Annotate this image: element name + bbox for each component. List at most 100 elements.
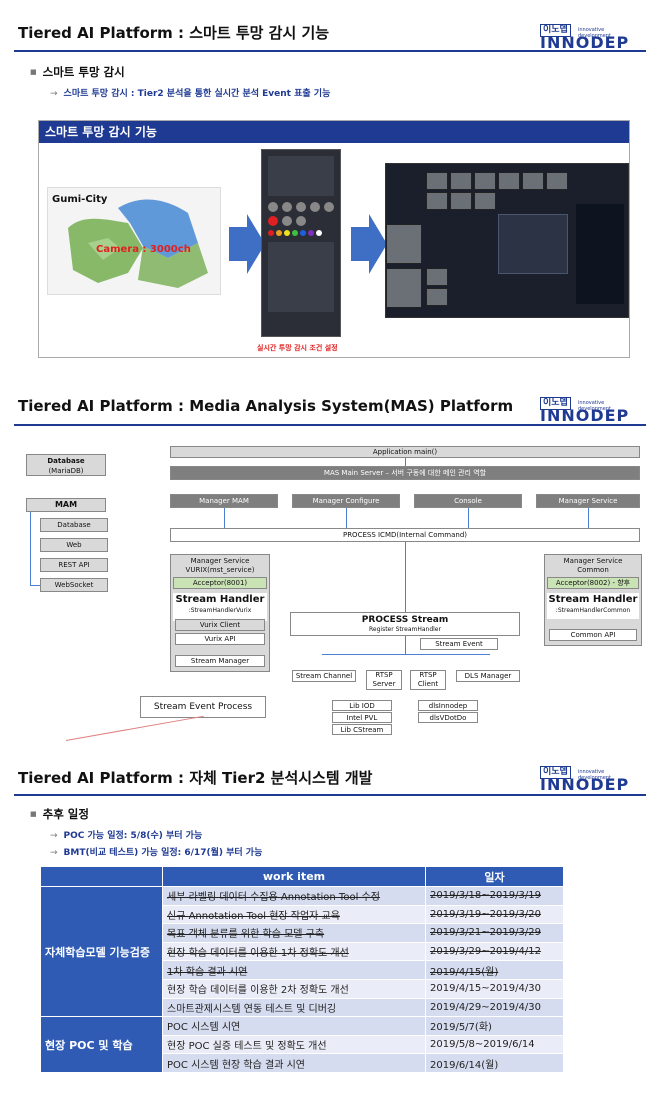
- date-cell: 2019/3/19~2019/3/20: [425, 904, 564, 925]
- city-map: Gumi-City Camera : 3000ch: [47, 187, 221, 295]
- section-title: Tiered AI Platform : 스마트 투망 감시 기능: [18, 24, 330, 42]
- flow-arrow-head-icon-2: [369, 214, 387, 274]
- rtsp-server-box: RTSP Server: [366, 670, 402, 690]
- common-head2: Common: [577, 566, 609, 574]
- vurix-stream-handler: Stream Handler :StreamHandlerVurix: [173, 593, 267, 621]
- logo-ko: 이노뎁: [540, 24, 571, 37]
- title-rule-3: [14, 794, 646, 796]
- innodep-logo-2: 이노뎁 innovative development INNODEP: [540, 397, 628, 425]
- manager-service-box: Manager Service: [536, 494, 640, 508]
- rtsp-client-box: RTSP Client: [410, 670, 446, 690]
- ps-sub: Register StreamHandler: [369, 626, 441, 633]
- connector: [346, 508, 347, 528]
- sub-line-text: 스마트 투망 감시 : Tier2 분석을 통한 실시간 분석 Event 표출…: [63, 89, 331, 99]
- connector: [588, 508, 589, 528]
- stream-manager-box: Stream Manager: [175, 655, 265, 667]
- db-label: Database: [47, 457, 85, 465]
- work-item-cell: 목표 객체 분류를 위한 학습 모델 구축: [162, 923, 426, 943]
- logo-ko: 이노뎁: [540, 766, 571, 779]
- sub-line-3: →BMT(비교 테스트) 가능 일정: 6/17(월) 부터 가능: [50, 848, 263, 858]
- connector: [405, 542, 406, 612]
- vurix-sh-title: Stream Handler: [175, 594, 265, 605]
- dls-manager-box: DLS Manager: [456, 670, 520, 682]
- mas-server-box: MAS Main Server – 서버 구동에 대한 메인 관리 역할: [170, 466, 640, 480]
- pointer-line: [65, 715, 204, 741]
- common-stream-handler: Stream Handler :StreamHandlerCommon: [547, 593, 639, 619]
- work-item-cell: POC 시스템 현장 학습 결과 시연: [162, 1053, 426, 1073]
- app-filters: [268, 156, 334, 196]
- date-cell: 2019/5/8~2019/6/14: [425, 1034, 564, 1055]
- app-list: [268, 242, 334, 312]
- mam-box: MAM: [26, 498, 106, 512]
- connector: [30, 585, 40, 586]
- work-item-cell: 세부 라벨링 데이터 수집용 Annotation Tool 수정: [162, 886, 426, 906]
- section-title-2: Tiered AI Platform : Media Analysis Syst…: [18, 397, 514, 415]
- vms-screen: [385, 163, 629, 318]
- connector: [468, 508, 469, 528]
- phone-caption: 실시간 투망 감시 조건 설정: [257, 344, 338, 352]
- vurix-api-box: Vurix API: [175, 633, 265, 645]
- dlsinnodep-box: dlsInnodep: [418, 700, 478, 711]
- connector: [224, 508, 225, 528]
- title-rule-2: [14, 424, 646, 426]
- date-cell: 2019/4/15~2019/4/30: [425, 978, 564, 999]
- work-item-cell: 현장 학습 데이터를 이용한 1차 정확도 개선: [162, 941, 426, 962]
- sub-line-text: POC 가능 일정: 5/8(수) 부터 가능: [63, 831, 203, 841]
- event-popup: [498, 214, 568, 274]
- work-item-cell: POC 시스템 시연: [162, 1016, 426, 1036]
- stream-channel-box: Stream Channel: [292, 670, 356, 682]
- connector: [405, 458, 406, 466]
- vurix-service-block: Manager Service VURIX(mst_service) Accep…: [170, 554, 270, 672]
- common-service-block: Manager Service Common Acceptor(8002) - …: [544, 554, 642, 646]
- connector: [30, 512, 31, 586]
- connector: [405, 636, 406, 654]
- work-item-cell: 1차 학습 결과 시연: [162, 960, 426, 980]
- flow-arrow-icon: [229, 227, 247, 261]
- manager-configure-box: Manager Configure: [292, 494, 400, 508]
- map-graphic: [68, 199, 208, 288]
- sub-line-2: →POC 가능 일정: 5/8(수) 부터 가능: [50, 831, 203, 841]
- date-cell: 2019/4/29~2019/4/30: [425, 997, 564, 1018]
- mobile-app-screen: [261, 149, 341, 337]
- common-api-box: Common API: [549, 629, 637, 641]
- icmd-box: PROCESS ICMD(Internal Command): [170, 528, 640, 542]
- date-cell: 2019/6/14(월): [425, 1053, 564, 1073]
- col-work-item: work item: [162, 866, 426, 887]
- vurix-client-box: Vurix Client: [175, 619, 265, 631]
- corner-cell: [40, 866, 163, 887]
- logo-sub: innovative development: [578, 400, 611, 412]
- common-sh-title: Stream Handler: [548, 594, 638, 605]
- color-swatches: [268, 230, 334, 236]
- common-acceptor: Acceptor(8002) - 향후: [547, 577, 639, 589]
- process-stream-box: PROCESS Stream Register StreamHandler: [290, 612, 520, 636]
- sub-line-text: BMT(비교 테스트) 가능 일정: 6/17(월) 부터 가능: [63, 848, 263, 858]
- stream-event-box: Stream Event: [420, 638, 498, 650]
- innodep-logo-3: 이노뎁 innovative development INNODEP: [540, 766, 630, 794]
- date-cell: 2019/3/21~2019/3/29: [425, 923, 564, 943]
- database-box: Database(MariaDB): [26, 454, 106, 476]
- mam-item-web: Web: [40, 538, 108, 552]
- date-cell: 2019/4/15(월): [425, 960, 564, 980]
- logo-en: INNODEP: [540, 33, 630, 52]
- side-panel: [576, 204, 624, 304]
- app-main-box: Application main(): [170, 446, 640, 458]
- smart-monitor-panel: 스마트 투망 감시 기능 Gumi-City Camera : 3000ch 실…: [38, 120, 630, 358]
- common-sh-sub: :StreamHandlerCommon: [555, 607, 631, 614]
- bullet-heading: 스마트 투망 감시: [30, 64, 125, 80]
- vurix-head: Manager Service: [190, 557, 250, 565]
- sub-line: →스마트 투망 감시 : Tier2 분석을 통한 실시간 분석 Event 표…: [50, 89, 331, 99]
- table-header-row: work item 일자: [40, 866, 564, 887]
- ps-title: PROCESS Stream: [361, 615, 449, 625]
- manager-mam-box: Manager MAM: [170, 494, 278, 508]
- logo-en: INNODEP: [540, 775, 630, 794]
- console-box: Console: [414, 494, 522, 508]
- lib-iod-box: Lib IOD: [332, 700, 392, 711]
- section-title-3: Tiered AI Platform : 자체 Tier2 분석시스템 개발: [18, 769, 373, 787]
